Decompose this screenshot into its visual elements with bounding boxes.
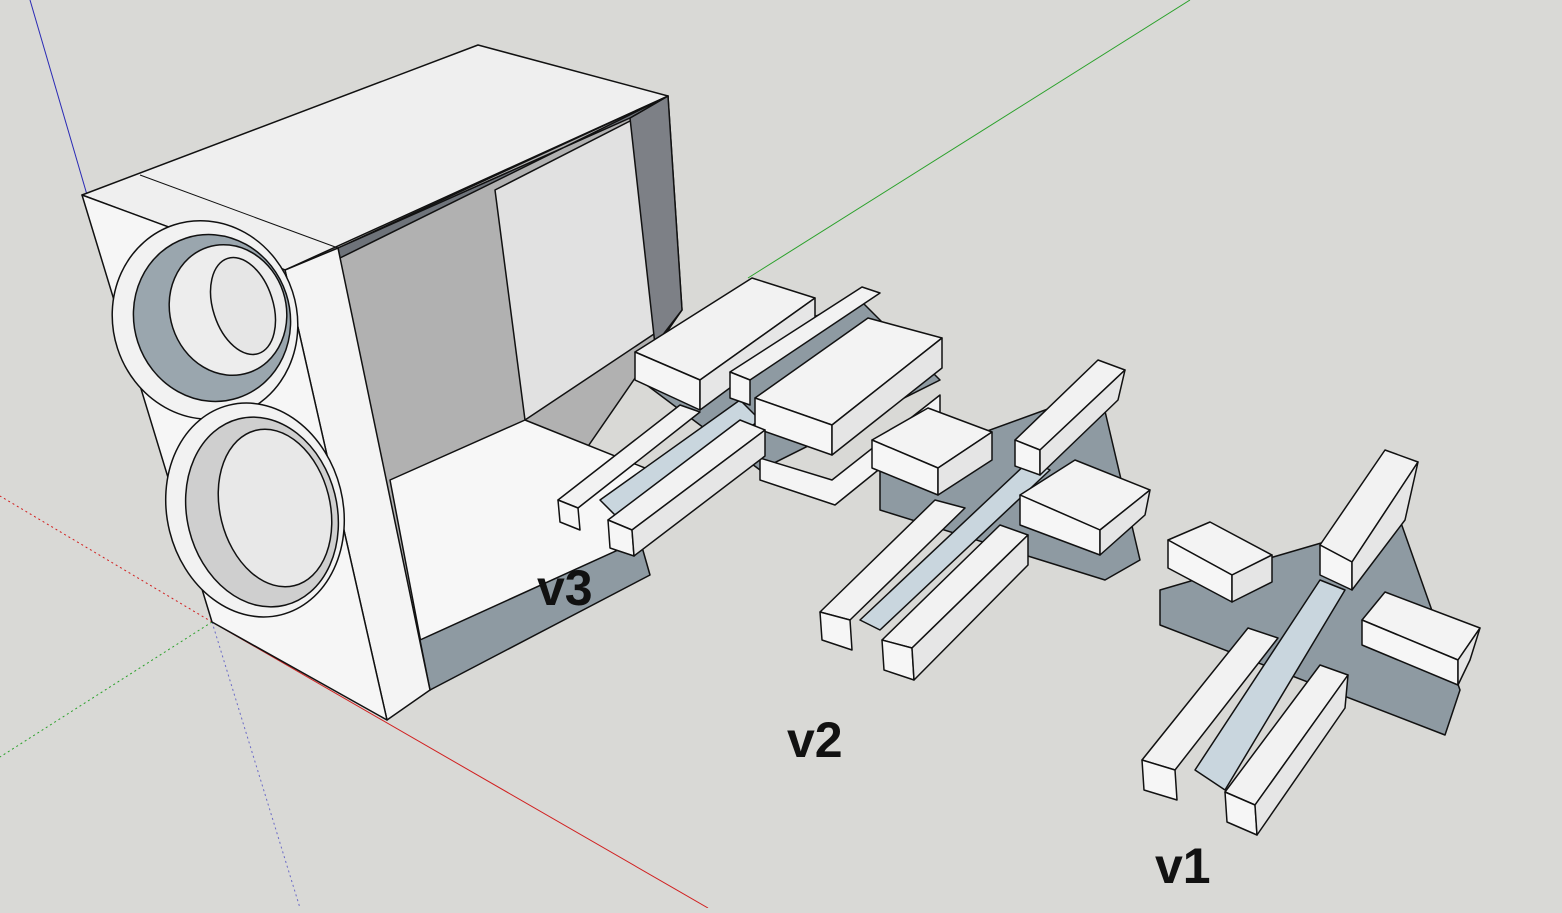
- cabinet-top-edge: [139, 174, 339, 249]
- green-axis: [747, 0, 1191, 279]
- label-v2: v2: [787, 712, 843, 768]
- v2-center-strip: [859, 459, 1051, 631]
- label-v3: v3: [537, 560, 593, 616]
- red-axis: [211, 621, 709, 909]
- brace-v3[interactable]: [557, 277, 943, 557]
- v2-bar-back-side: [1039, 369, 1126, 476]
- red-axis-dotted: [0, 495, 213, 623]
- v1-block-2-side: [1457, 627, 1481, 686]
- v3-bar-left-front: [557, 499, 581, 531]
- v2-block-2-side: [1099, 489, 1151, 556]
- v3-bar-back-front: [729, 371, 751, 406]
- label-v1: v1: [1155, 838, 1211, 894]
- v1-center-strip: [1194, 579, 1346, 791]
- v2-block-1-side: [937, 431, 993, 496]
- speaker-cabinet[interactable]: [81, 44, 683, 721]
- v3-block-2-side: [831, 337, 943, 456]
- v3-bar-right-side: [631, 429, 766, 557]
- v1-bar-left-front: [1141, 759, 1178, 801]
- v2-bar-left-front: [819, 611, 853, 651]
- brace-v2[interactable]: [819, 359, 1151, 681]
- green-axis-dotted: [0, 621, 213, 758]
- upper-driver-hole: [209, 256, 277, 356]
- woofer-cone: [217, 428, 333, 588]
- v2-bar-right-side: [911, 534, 1029, 681]
- brace-v1[interactable]: [1141, 449, 1481, 836]
- v1-bar-right-side: [1254, 674, 1349, 836]
- v1-block-1-side: [1231, 554, 1273, 603]
- v1-bar-back-side: [1351, 461, 1419, 591]
